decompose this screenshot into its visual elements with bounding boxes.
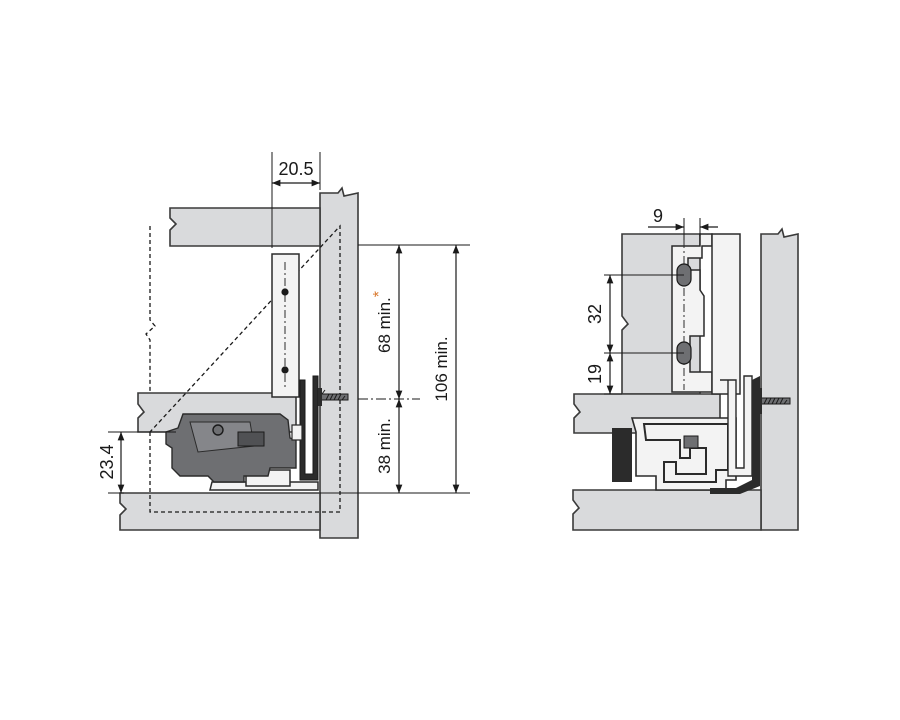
- dim-23-4-label: 23.4: [97, 444, 117, 479]
- right-screw: [756, 388, 791, 414]
- dim-9-label: 9: [653, 206, 663, 226]
- right-cabinet-side-panel: [760, 227, 799, 531]
- left-runner-profile: [299, 375, 319, 481]
- left-drawer-dashed-outline: [145, 224, 341, 513]
- dim-19-label: 19: [585, 364, 605, 384]
- dim-20-5-label: 20.5: [278, 159, 313, 179]
- left-view: 20.5 68 min.* 38 min. 106 min. 23.4: [97, 152, 470, 539]
- dim-32-label: 32: [585, 304, 605, 324]
- left-top-panel: [169, 207, 321, 247]
- right-locking-device: [612, 428, 632, 482]
- dim-68-min-label: 68 min.*: [371, 291, 394, 353]
- right-view: 9 32 19: [572, 206, 799, 531]
- dim-106-min-label: 106 min.: [432, 336, 451, 401]
- left-bracket-hole-top: [281, 288, 289, 296]
- left-screw: [317, 388, 349, 406]
- dim-38-min-label: 38 min.: [375, 418, 394, 474]
- left-cabinet-side-panel: [319, 186, 359, 539]
- right-bottom-panel: [572, 489, 762, 531]
- left-bracket-hole-bottom: [281, 366, 289, 374]
